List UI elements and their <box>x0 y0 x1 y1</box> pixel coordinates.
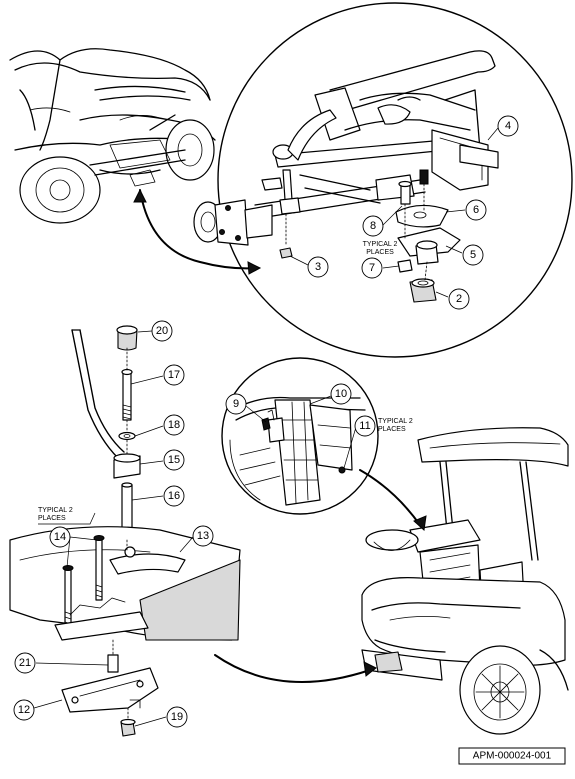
detail-arrow-bottom-head <box>363 661 377 677</box>
svg-text:4: 4 <box>505 120 511 132</box>
callout-6: 6 <box>465 199 487 221</box>
callout-9: 9 <box>225 393 247 415</box>
callout-10: 10 <box>330 383 352 405</box>
svg-text:11: 11 <box>359 420 370 432</box>
callout-14: 14 <box>49 526 71 548</box>
callout-2: 2 <box>448 288 470 310</box>
detail-arrow-top-head <box>247 261 262 275</box>
pedal-post-assembly <box>9 325 241 737</box>
bag-rack-clip-detail <box>221 357 379 515</box>
svg-text:17: 17 <box>168 369 180 381</box>
svg-text:16: 16 <box>168 490 180 502</box>
svg-text:TYPICAL 2: TYPICAL 2 <box>363 241 398 248</box>
callout-21: 21 <box>14 652 36 674</box>
detail-arrow-mid-head <box>413 515 427 531</box>
detail-arrow-top-tail <box>133 188 147 203</box>
svg-text:9: 9 <box>233 398 239 410</box>
svg-text:21: 21 <box>19 657 31 669</box>
callout-16: 16 <box>163 485 185 507</box>
note-typical-2-places-suspension: TYPICAL 2 PLACES <box>363 241 398 256</box>
cart-rear-illustration <box>361 427 569 735</box>
detail-arrow-bottom <box>214 654 371 683</box>
svg-text:14: 14 <box>54 531 66 543</box>
svg-text:18: 18 <box>168 419 180 431</box>
svg-text:PLACES: PLACES <box>38 515 66 522</box>
note-typical-2-places-pedal: TYPICAL 2 PLACES <box>38 507 96 525</box>
svg-text:3: 3 <box>315 261 321 273</box>
callout-13: 13 <box>192 525 214 547</box>
svg-text:PLACES: PLACES <box>378 426 406 433</box>
svg-text:2: 2 <box>456 293 462 305</box>
callout-19: 19 <box>166 706 188 728</box>
svg-text:19: 19 <box>171 711 183 723</box>
svg-text:APM-000024-001: APM-000024-001 <box>473 751 552 762</box>
svg-text:6: 6 <box>473 204 479 216</box>
callout-17: 17 <box>163 364 185 386</box>
svg-text:TYPICAL 2: TYPICAL 2 <box>38 507 73 514</box>
callout-18: 18 <box>163 414 185 436</box>
detail-arrow-mid <box>359 469 421 526</box>
svg-text:13: 13 <box>197 530 209 542</box>
svg-text:5: 5 <box>470 249 476 261</box>
callout-7: 7 <box>361 257 383 279</box>
callout-8: 8 <box>362 215 384 237</box>
svg-text:12: 12 <box>18 704 30 716</box>
document-id-label: APM-000024-001 <box>458 747 566 765</box>
svg-text:8: 8 <box>370 220 376 232</box>
callout-15: 15 <box>163 449 185 471</box>
detail-arrow-top <box>139 189 259 270</box>
callout-5: 5 <box>462 244 484 266</box>
cart-front-thumbnail <box>9 48 216 224</box>
callout-3: 3 <box>307 256 329 278</box>
svg-text:15: 15 <box>168 454 180 466</box>
svg-text:10: 10 <box>335 388 347 400</box>
callout-20: 20 <box>151 320 173 342</box>
note-typical-2-places-clip: TYPICAL 2 PLACES <box>378 418 413 433</box>
callout-4: 4 <box>497 115 519 137</box>
svg-text:PLACES: PLACES <box>366 249 394 256</box>
svg-text:20: 20 <box>156 325 168 337</box>
callout-12: 12 <box>13 699 35 721</box>
suspension-detail <box>193 2 573 358</box>
svg-text:7: 7 <box>369 262 375 274</box>
callout-11: 11 <box>354 415 376 437</box>
leader-lines <box>33 127 499 727</box>
svg-text:TYPICAL 2: TYPICAL 2 <box>378 418 413 425</box>
